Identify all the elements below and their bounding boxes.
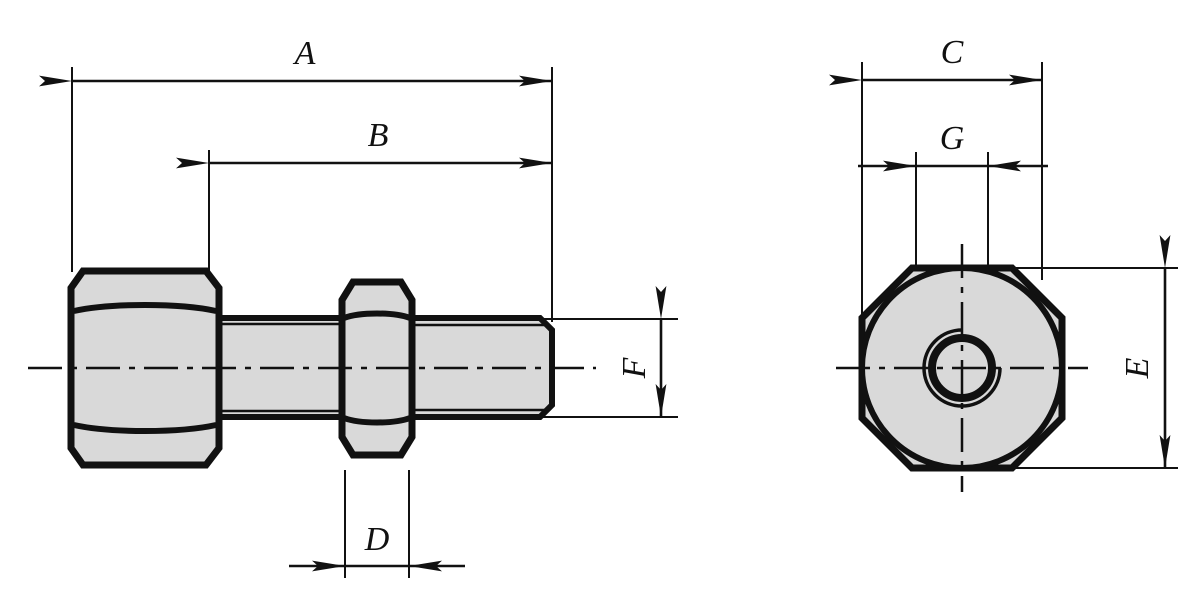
hex-collar-chamfer-top: [342, 310, 412, 321]
bore-threaded: [922, 328, 1002, 408]
dimension-B-label: B: [368, 117, 389, 154]
hex-nut-left-chamfer-bottom: [73, 422, 217, 434]
hex-collar-chamfer-bottom: [342, 415, 412, 426]
dimension-C-label: C: [941, 34, 964, 71]
dimension-D-label: D: [364, 521, 390, 558]
dimension-F-label: F: [616, 356, 653, 379]
end-view: C G E: [829, 34, 1178, 492]
threaded-shank-thread-lines: [402, 323, 545, 412]
dimension-G-label: G: [940, 120, 965, 157]
bore-major-thread-arc: [922, 328, 1002, 408]
dimension-A: A: [39, 35, 552, 87]
dimension-C: C: [829, 34, 1042, 86]
dimension-A-label: A: [293, 35, 316, 72]
end-view-center-lines: [836, 244, 1088, 492]
dimension-D: D: [289, 521, 465, 572]
shoulder-thread-lines: [212, 322, 352, 413]
side-view: A B F D: [28, 35, 678, 578]
part-body-side: [28, 267, 596, 469]
dimension-B: B: [176, 117, 552, 169]
dimension-E: E: [1119, 235, 1171, 468]
dimension-G: G: [858, 120, 1048, 172]
hex-nut-left-chamfer-top: [73, 302, 217, 314]
dimension-E-label: E: [1119, 357, 1156, 379]
dimension-F: F: [616, 286, 667, 417]
